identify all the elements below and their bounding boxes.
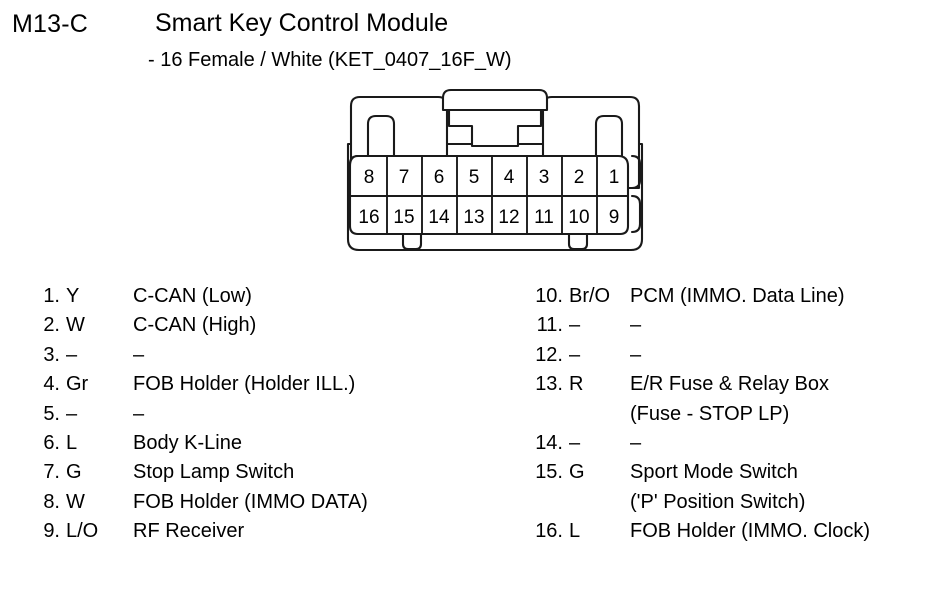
pin-label-3: 3 — [539, 167, 550, 188]
pin-number: 11. — [536, 314, 563, 337]
pin-label-4: 4 — [504, 167, 515, 188]
connector-diagram: 8 7 6 5 4 3 2 1 16 15 14 13 12 11 10 9 — [330, 84, 660, 265]
pin-wire-code: L — [66, 431, 78, 454]
pin-description-continuation: ('P' Position Switch) — [630, 490, 806, 513]
pin-cell-dividers — [386, 155, 598, 235]
connector-outline-svg: 8 7 6 5 4 3 2 1 16 15 14 13 12 11 10 9 — [346, 88, 644, 252]
pin-wire-code: – — [66, 343, 78, 366]
pin-number: 13. — [535, 373, 563, 396]
connector-subtitle: - 16 Female / White (KET_0407_16F_W) — [148, 49, 512, 71]
pin-description: C-CAN (Low) — [133, 285, 252, 307]
pin-wire-code: W — [66, 490, 85, 513]
pin-label-13: 13 — [463, 207, 484, 228]
pin-wire-code: L/O — [66, 520, 99, 543]
pin-label-2: 2 — [574, 167, 585, 188]
connector-code: M13-C — [12, 10, 89, 38]
pin-description: PCM (IMMO. Data Line) — [630, 285, 845, 307]
pin-wire-code: – — [66, 402, 78, 425]
pin-description: – — [630, 314, 642, 337]
pin-number: 1. — [43, 285, 60, 307]
pin-number: 10. — [535, 285, 563, 307]
pin-wire-code: G — [569, 461, 585, 484]
connector-bottom-tab-right — [567, 230, 589, 251]
pin-wire-code: – — [569, 431, 581, 454]
pin-description: Body K-Line — [133, 431, 242, 454]
pin-label-1: 1 — [609, 167, 620, 188]
pin-label-12: 12 — [498, 207, 519, 228]
connector-center-flange — [441, 88, 549, 112]
pin-wire-code: L — [569, 520, 581, 543]
pin-description: FOB Holder (IMMO. Clock) — [630, 520, 871, 543]
pin-number: 9. — [43, 520, 60, 543]
pin-number: 15. — [535, 461, 563, 484]
page-title: Smart Key Control Module — [155, 9, 449, 37]
pin-wire-code: Gr — [66, 373, 89, 396]
pin-label-15: 15 — [393, 207, 414, 228]
pin-number: 16. — [535, 520, 563, 543]
pin-label-8: 8 — [364, 167, 375, 188]
pin-number: 2. — [43, 314, 60, 337]
pin-label-7: 7 — [399, 167, 410, 188]
pin-wire-code: R — [569, 373, 584, 396]
pin-description: FOB Holder (IMMO DATA) — [133, 490, 368, 513]
pin-label-6: 6 — [434, 167, 445, 188]
connector-right-bracket-lower — [630, 194, 642, 234]
pin-label-16: 16 — [358, 207, 379, 228]
pin-description: – — [630, 431, 642, 454]
pin-description: RF Receiver — [133, 520, 245, 543]
pin-label-14: 14 — [428, 207, 450, 228]
pin-number: 6. — [43, 431, 60, 454]
pin-number: 7. — [43, 461, 60, 484]
pin-number: 8. — [43, 490, 60, 513]
pin-row-top-frame — [348, 154, 630, 198]
pin-wire-code: – — [569, 343, 581, 366]
pin-row-bottom-frame — [348, 194, 630, 236]
pin-number: 14. — [535, 431, 563, 454]
pin-wire-code: G — [66, 461, 82, 484]
pin-wire-code: W — [66, 314, 85, 337]
connector-right-bracket — [630, 154, 642, 190]
pin-description: Stop Lamp Switch — [133, 461, 295, 484]
pin-description: – — [133, 343, 145, 366]
connector-center-keyway — [447, 108, 543, 148]
pin-label-5: 5 — [469, 167, 480, 188]
pin-description-continuation: (Fuse - STOP LP) — [630, 402, 790, 425]
pin-description: E/R Fuse & Relay Box — [630, 373, 829, 396]
pin-description: C-CAN (High) — [133, 314, 257, 337]
pin-number: 3. — [43, 343, 60, 366]
pin-wire-code: Br/O — [569, 285, 611, 307]
pin-number: 5. — [43, 402, 60, 425]
pin-description: – — [630, 343, 642, 366]
connector-bottom-tab-left — [401, 230, 423, 251]
pin-number: 12. — [535, 343, 563, 366]
pin-description: FOB Holder (Holder ILL.) — [133, 373, 356, 396]
pin-label-10: 10 — [568, 207, 589, 228]
pin-number: 4. — [43, 373, 60, 396]
pin-wire-code: – — [569, 314, 581, 337]
pin-label-11: 11 — [534, 207, 554, 228]
pin-description: – — [133, 402, 145, 425]
pin-number-labels: 8 7 6 5 4 3 2 1 16 15 14 13 12 11 10 9 — [358, 167, 619, 228]
pin-wire-code: Y — [66, 285, 80, 307]
pin-description: Sport Mode Switch — [630, 461, 798, 484]
pin-label-9: 9 — [609, 207, 620, 228]
